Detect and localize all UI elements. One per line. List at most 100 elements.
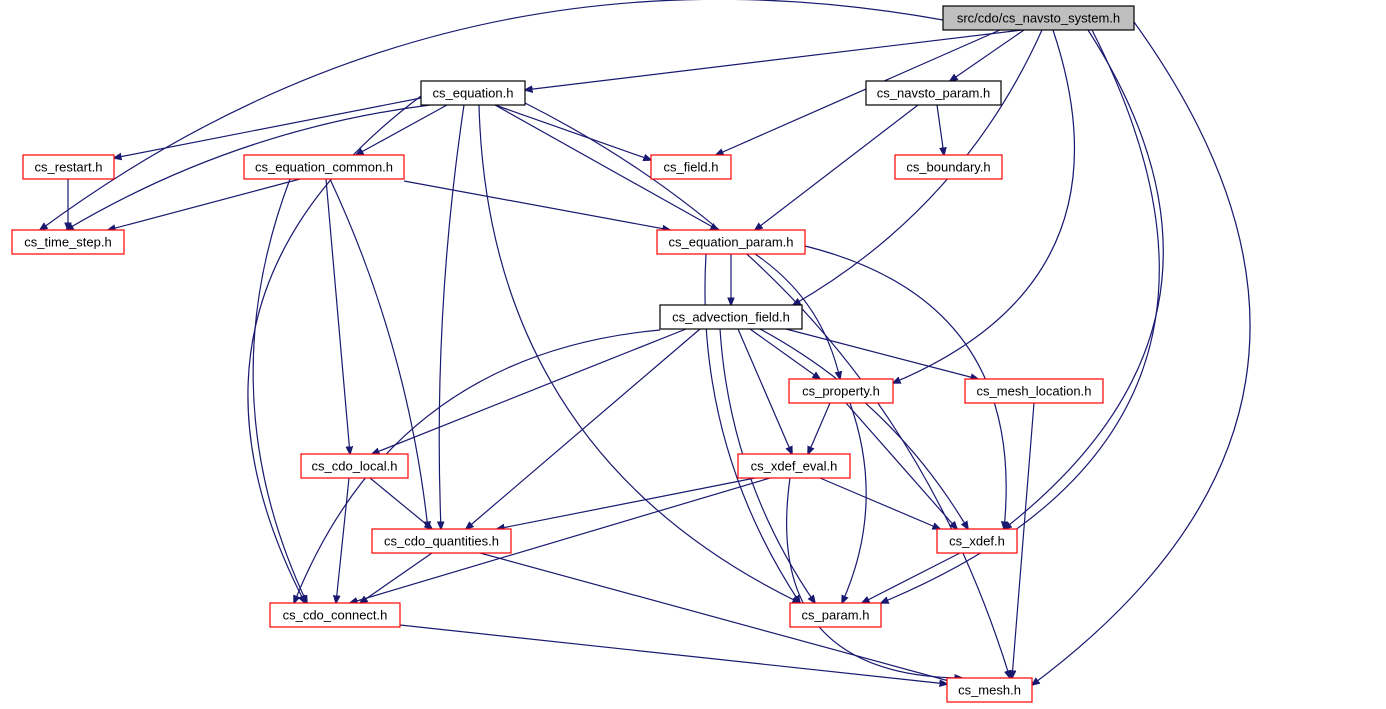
edge-property-to-xdef — [845, 402, 957, 529]
node-box[interactable] — [788, 378, 894, 404]
edge-navsto-system-to-property — [893, 29, 1076, 383]
node-box[interactable] — [269, 602, 401, 628]
node-time-step[interactable]: cs_time_step.h — [11, 229, 125, 255]
node-cdo-local[interactable]: cs_cdo_local.h — [300, 453, 409, 479]
node-box[interactable] — [946, 677, 1033, 703]
node-label[interactable]: cs_xdef_eval.h — [751, 459, 838, 474]
node-label[interactable]: cs_cdo_quantities.h — [384, 534, 499, 549]
edge-equation-to-equation-common — [356, 104, 448, 155]
node-navsto-system[interactable]: src/cdo/cs_navsto_system.h — [942, 5, 1135, 31]
edge-advection-field-to-cdo-quantities — [466, 328, 701, 529]
node-label[interactable]: cs_field.h — [664, 160, 719, 175]
node-box[interactable] — [737, 453, 851, 479]
node-box[interactable] — [243, 154, 405, 180]
node-xdef[interactable]: cs_xdef.h — [936, 528, 1018, 554]
node-equation[interactable]: cs_equation.h — [420, 80, 526, 106]
edge-equation-common-to-cdo-quantities — [329, 178, 428, 529]
edge-navsto-system-to-xdef — [1004, 29, 1164, 529]
node-label[interactable]: cs_time_step.h — [24, 235, 111, 250]
edge-equation-to-time-step — [66, 104, 431, 230]
edge-advection-field-to-xdef — [759, 328, 968, 529]
edge-navsto-system-to-navsto-param — [950, 29, 1025, 81]
edge-cdo-local-to-cdo-connect — [336, 477, 350, 603]
edge-cdo-quantities-to-mesh — [479, 552, 960, 684]
node-box[interactable] — [789, 602, 882, 628]
node-cdo-connect[interactable]: cs_cdo_connect.h — [269, 602, 401, 628]
node-box[interactable] — [964, 378, 1104, 404]
edge-advection-field-to-mesh-location — [785, 328, 978, 379]
node-box[interactable] — [22, 154, 115, 180]
edge-equation-param-to-property — [754, 253, 840, 379]
node-label[interactable]: src/cdo/cs_navsto_system.h — [957, 11, 1120, 26]
edge-equation-to-cdo-quantities — [439, 104, 465, 529]
edge-equation-to-equation-param — [494, 104, 718, 230]
edge-equation-to-mesh — [524, 102, 1010, 678]
node-xdef-eval[interactable]: cs_xdef_eval.h — [737, 453, 851, 479]
node-box[interactable] — [659, 304, 803, 330]
node-label[interactable]: cs_xdef.h — [949, 534, 1005, 549]
edge-cdo-connect-to-mesh — [399, 624, 947, 684]
edge-advection-field-to-cdo-local — [372, 328, 687, 454]
node-label[interactable]: cs_equation_common.h — [255, 160, 393, 175]
node-mesh[interactable]: cs_mesh.h — [946, 677, 1033, 703]
node-box[interactable] — [300, 453, 409, 479]
node-cdo-quantities[interactable]: cs_cdo_quantities.h — [371, 528, 512, 554]
node-box[interactable] — [656, 229, 806, 255]
node-box[interactable] — [894, 154, 1003, 180]
node-label[interactable]: cs_mesh_location.h — [977, 384, 1092, 399]
edge-advection-field-to-cdo-connect — [294, 329, 661, 603]
edge-cdo-local-to-cdo-quantities — [369, 477, 432, 529]
edge-navsto-param-to-equation-param — [755, 104, 919, 230]
node-advection-field[interactable]: cs_advection_field.h — [659, 304, 803, 330]
node-box[interactable] — [942, 5, 1135, 31]
edge-xdef-eval-to-cdo-quantities — [497, 477, 756, 529]
node-field[interactable]: cs_field.h — [650, 154, 732, 180]
edge-xdef-to-param — [862, 552, 961, 603]
edge-navsto-system-to-param — [881, 29, 1160, 603]
edge-equation-to-param — [478, 104, 800, 603]
node-equation-common[interactable]: cs_equation_common.h — [243, 154, 405, 180]
edge-xdef-eval-to-xdef — [819, 477, 940, 529]
node-label[interactable]: cs_equation_param.h — [668, 235, 793, 250]
edge-equation-param-to-xdef — [804, 245, 1006, 529]
edge-equation-to-field — [494, 104, 651, 160]
node-label[interactable]: cs_advection_field.h — [672, 310, 790, 325]
edge-advection-field-to-xdef-eval — [737, 328, 792, 454]
node-param[interactable]: cs_param.h — [789, 602, 882, 628]
node-box[interactable] — [650, 154, 732, 180]
node-box[interactable] — [865, 80, 1002, 106]
node-restart[interactable]: cs_restart.h — [22, 154, 115, 180]
node-navsto-param[interactable]: cs_navsto_param.h — [865, 80, 1002, 106]
node-boundary[interactable]: cs_boundary.h — [894, 154, 1003, 180]
edge-mesh-location-to-mesh — [1012, 402, 1035, 678]
node-label[interactable]: cs_boundary.h — [906, 160, 990, 175]
node-equation-param[interactable]: cs_equation_param.h — [656, 229, 806, 255]
node-box[interactable] — [371, 528, 512, 554]
node-property[interactable]: cs_property.h — [788, 378, 894, 404]
node-label[interactable]: cs_restart.h — [35, 160, 103, 175]
node-label[interactable]: cs_navsto_param.h — [877, 86, 990, 101]
node-label[interactable]: cs_cdo_connect.h — [283, 608, 388, 623]
node-mesh-location[interactable]: cs_mesh_location.h — [964, 378, 1104, 404]
node-box[interactable] — [11, 229, 125, 255]
node-box[interactable] — [420, 80, 526, 106]
edge-equation-common-to-cdo-local — [325, 178, 350, 454]
edge-navsto-system-to-time-step — [40, 0, 944, 230]
edge-cdo-quantities-to-cdo-connect — [360, 552, 433, 603]
edge-property-to-param — [842, 402, 867, 603]
node-label[interactable]: cs_mesh.h — [958, 683, 1021, 698]
node-label[interactable]: cs_param.h — [802, 608, 870, 623]
edge-xdef-eval-to-cdo-connect — [350, 477, 771, 603]
edge-equation-to-restart — [114, 97, 422, 158]
node-label[interactable]: cs_cdo_local.h — [312, 459, 398, 474]
edge-advection-field-to-property — [749, 328, 820, 379]
node-label[interactable]: cs_property.h — [802, 384, 880, 399]
node-box[interactable] — [936, 528, 1018, 554]
edge-navsto-system-to-mesh — [1032, 21, 1251, 685]
edge-navsto-system-to-advection-field — [793, 29, 1043, 305]
node-label[interactable]: cs_equation.h — [433, 86, 514, 101]
edge-equation-param-to-param — [704, 253, 800, 603]
edge-equation-common-to-equation-param — [403, 180, 670, 230]
